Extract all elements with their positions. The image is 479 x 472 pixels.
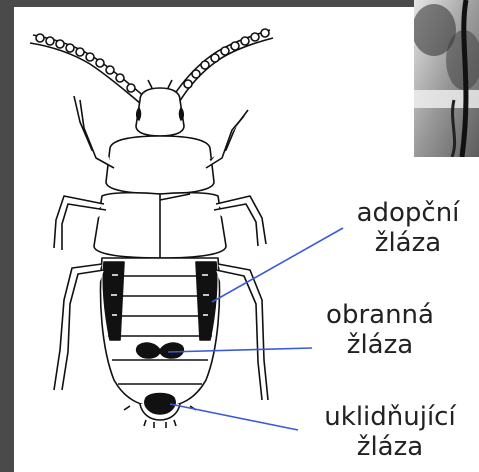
- label-obranna-line2: žláza: [300, 330, 460, 360]
- label-uklidnujici-line1: uklidňující: [302, 402, 478, 432]
- head: [136, 88, 184, 136]
- label-obranna-line1: obranná: [300, 300, 460, 330]
- pronotum: [106, 136, 214, 194]
- pointer-adopcni: [212, 228, 343, 302]
- label-adopcni-line1: adopční: [343, 198, 473, 228]
- pointer-uklidnujici: [170, 404, 298, 430]
- right-antenna: [172, 29, 273, 104]
- label-adopcni-line2: žláza: [343, 228, 473, 258]
- label-uklidnujici-line2: žláza: [302, 432, 478, 462]
- left-antenna: [30, 34, 146, 104]
